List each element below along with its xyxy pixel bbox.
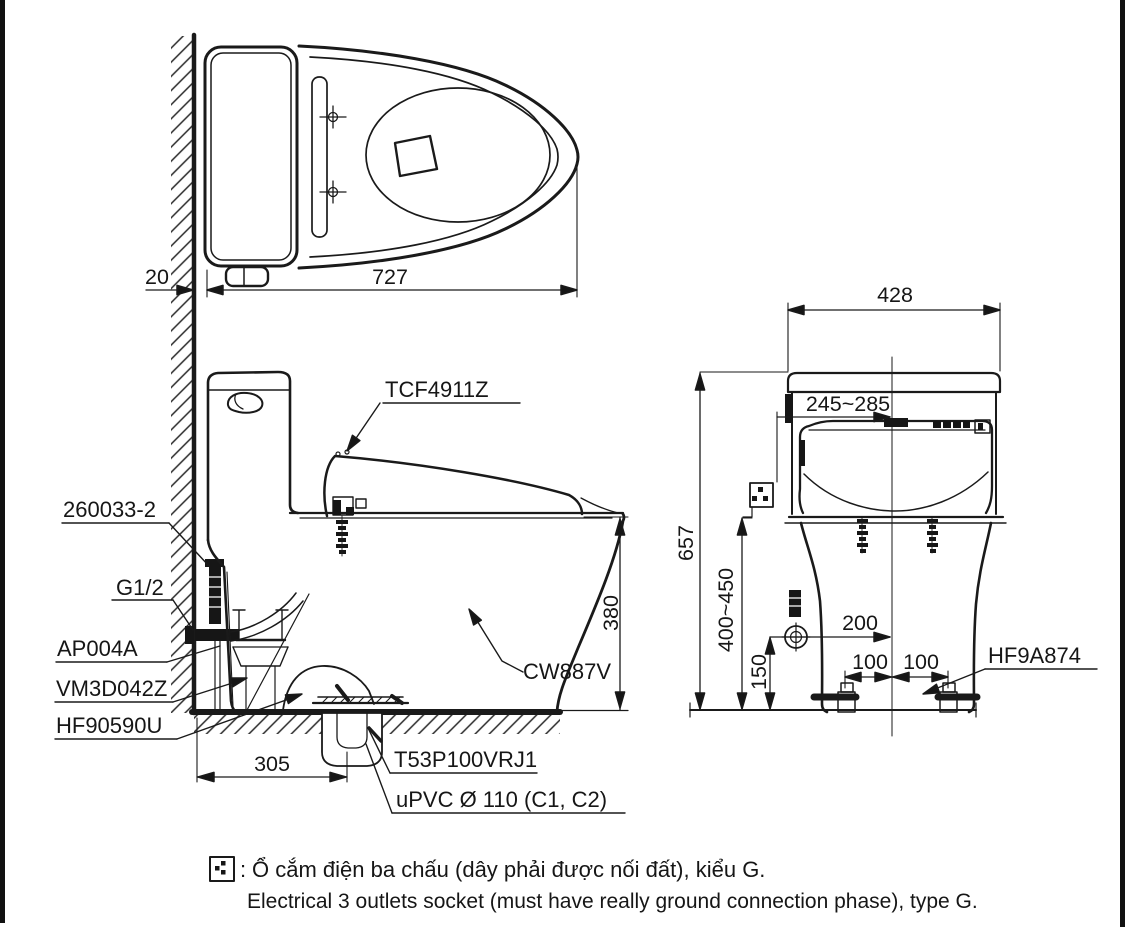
dim-socket-offset: 245~285 [806,392,890,416]
control-panel-buttons [933,421,970,428]
tank-handle [226,391,264,414]
right-border-line [1120,0,1125,927]
dim-wall-gap: 20 [145,265,169,289]
dim-overall-height: 657 [674,525,698,561]
dim-bolt-spacing-right: 100 [903,650,939,674]
dim-rim-height: 380 [599,595,623,631]
label-drain-pipe: uPVC Ø 110 (C1, C2) [396,787,607,812]
dimension-727: 727 [206,166,578,298]
label-stop-valve: AP004A [57,636,138,661]
socket-legend-icon [209,856,235,882]
note-english: Electrical 3 outlets socket (must have r… [247,890,978,913]
dimension-150: 150 [747,636,776,711]
label-washlet-model: TCF4911Z [385,377,489,402]
washlet-front [798,418,994,515]
label-floor-bolt: HF90590U [56,713,162,738]
pedestal-left-profile [799,521,829,714]
label-supply-pipe: 260033-2 [63,497,156,522]
floor-fixing-bolts [810,682,981,713]
label-thread-size: G1/2 [116,575,164,600]
dimension-305: 305 [196,717,348,783]
hose-bolts [857,516,938,554]
seat-opening [365,87,551,223]
base-rear-profile [206,538,238,714]
bolt-cross-markers [319,105,347,204]
trap-dome [282,665,375,711]
bowl-front-profile [555,512,626,714]
dimension-245-285: 245~285 [776,392,891,483]
top-view: 727 20 [145,44,580,298]
seat-lid-inner-edge [309,56,559,258]
tank-fitting-assembly [232,609,289,711]
label-tank-fitting: VM3D042Z [56,676,167,701]
tank-side [206,370,300,542]
tank-lid-inner [210,52,292,261]
dim-socket-height: 400~450 [714,568,738,652]
note-vietnamese: Ổ cắm điện ba chấu (dây phải được nối đấ… [252,857,765,882]
tank-top-outline [203,45,299,268]
footnote: : Ổ cắm điện ba chấu (dây phải được nối … [209,856,978,913]
washlet-slot [884,418,908,427]
note-colon: : [240,857,246,882]
dimension-400-450: 400~450 [714,517,753,711]
water-spot [393,134,439,178]
dimension-200: 200 [769,611,891,643]
seat-lid-outline [297,44,580,270]
label-bowl-model: CW887V [523,659,611,684]
dimension-428: 428 [787,283,1001,372]
tank-lid-front [786,371,1002,394]
flush-knob [224,265,270,288]
dimension-20: 20 [145,265,194,296]
socket-symbol [742,482,774,518]
dim-supply-offset: 200 [842,611,878,635]
dim-supply-height: 150 [747,654,771,690]
label-flange: T53P100VRJ1 [394,747,537,772]
dim-drain-setout: 305 [254,752,290,776]
dimension-380: 380 [583,516,629,711]
water-hose [230,600,304,642]
side-view-labels: TCF4911Z 260033-2 G1/2 AP004A VM3D042Z H… [54,377,626,814]
hinge-strip [311,76,328,238]
label-fixing-bolt-group: HF9A874 [920,643,1098,700]
wall-hatching [171,36,193,713]
seat-fixing-bolt [336,520,348,554]
supply-assembly [185,559,239,711]
pedestal-right-profile [967,521,993,714]
washlet-side [323,449,584,557]
label-fixing-bolt: HF9A874 [988,643,1081,668]
wall-section [171,32,197,716]
water-hose [230,592,297,633]
dim-overall-width: 428 [877,283,913,307]
dim-bolt-spacing-left: 100 [852,650,888,674]
dimension-657: 657 [674,371,789,711]
left-border-line [0,0,5,923]
water-supply-symbol [781,590,811,652]
dim-overall-length: 727 [372,265,408,289]
side-view: 380 305 TCF4911Z 260033-2 G1/2 AP004A [54,370,629,814]
dimension-100-100: 100 100 [844,650,949,689]
front-view: 428 245~285 657 400~450 [674,283,1098,737]
floor-flange [311,684,410,705]
